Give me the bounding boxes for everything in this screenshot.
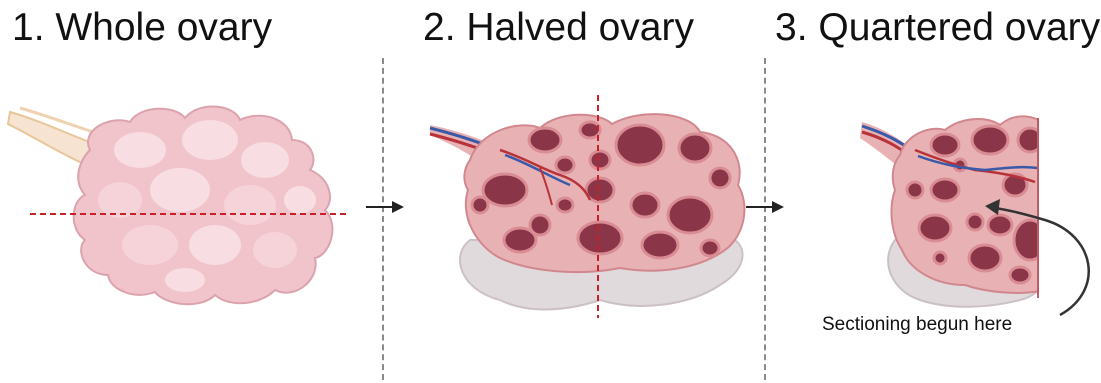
sectioning-annotation: Sectioning begun here xyxy=(822,314,1012,336)
whole-ovary xyxy=(8,106,346,304)
halved-ovary xyxy=(430,95,744,318)
